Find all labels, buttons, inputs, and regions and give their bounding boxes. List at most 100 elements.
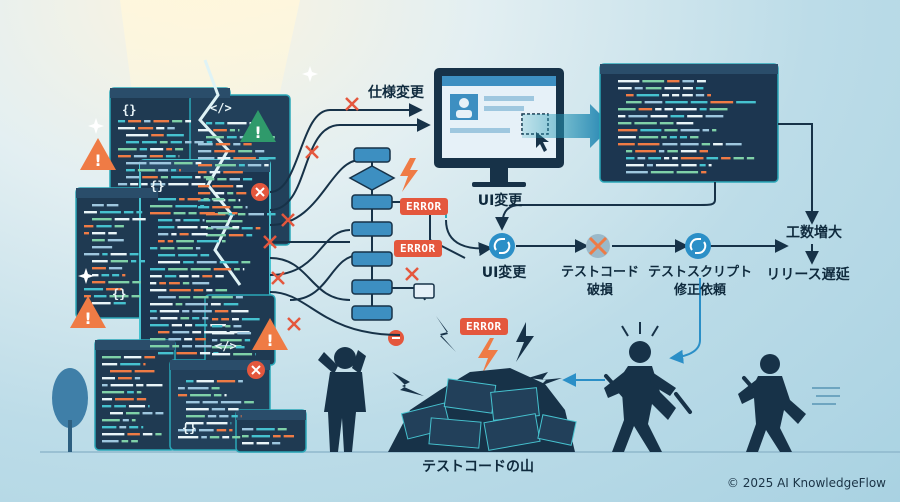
code-line (664, 157, 670, 160)
code-line (168, 282, 180, 285)
code-line (216, 429, 227, 432)
code-line (618, 87, 632, 90)
code-line (92, 281, 106, 284)
svg-text:!: ! (266, 331, 273, 350)
code-line (221, 318, 230, 321)
worried-person (318, 347, 366, 452)
code-line (708, 164, 712, 167)
code-line (242, 442, 254, 445)
code-line (236, 185, 243, 188)
code-line (242, 178, 253, 181)
code-line (149, 162, 172, 165)
code-line (198, 192, 211, 195)
code-line (626, 157, 635, 160)
code-line (644, 101, 663, 104)
code-line (202, 401, 218, 404)
code-line (118, 377, 132, 380)
code-line (84, 253, 100, 256)
code-line (201, 436, 207, 439)
code-line (168, 268, 188, 271)
code-line (184, 141, 192, 144)
code-line (131, 295, 141, 298)
code-line (213, 268, 232, 271)
code-line (699, 164, 706, 167)
code-line (136, 398, 147, 401)
code-line (664, 108, 673, 111)
code-line (232, 436, 241, 439)
copyright-text: © 2025 AI KnowledgeFlow (726, 476, 886, 490)
code-line (126, 176, 140, 179)
code-line (215, 289, 228, 292)
code-line (210, 303, 221, 306)
code-line (212, 325, 223, 328)
code-line (230, 422, 232, 425)
code-line (110, 370, 132, 373)
code-line (115, 398, 134, 401)
code-line (167, 127, 175, 130)
code-line (690, 136, 699, 139)
code-line (618, 136, 636, 139)
code-line (215, 275, 224, 278)
code-line (242, 428, 254, 431)
code-line (102, 391, 125, 394)
code-line (206, 122, 213, 125)
refresh-icon (489, 233, 515, 259)
code-line (206, 227, 214, 230)
code-line (179, 169, 181, 172)
label-spec-change: 仕様変更 (368, 85, 424, 101)
code-line (223, 303, 239, 306)
code-line (126, 134, 149, 137)
motion-lines (812, 387, 840, 405)
code-line (243, 143, 252, 146)
code-line (680, 150, 697, 153)
code-line (84, 295, 91, 298)
code-line (232, 318, 239, 321)
code-line (206, 178, 215, 181)
code-line (198, 150, 212, 153)
wrench-icon (604, 374, 692, 414)
code-line (159, 282, 166, 285)
code-line (92, 218, 112, 221)
code-line (233, 206, 243, 209)
code-line (114, 225, 124, 228)
code-line (230, 220, 243, 223)
code-line (99, 211, 121, 214)
wrench-icon (742, 376, 760, 396)
code-line (123, 356, 142, 359)
code-line (255, 150, 265, 153)
code-line (171, 233, 177, 236)
code-line (144, 356, 156, 359)
code-line (241, 261, 251, 264)
code-line (198, 171, 207, 174)
code-line (661, 136, 667, 139)
code-line (160, 317, 178, 320)
code-line (695, 94, 705, 97)
code-line (129, 426, 139, 429)
code-line (178, 429, 196, 432)
code-line (213, 192, 225, 195)
code-line (195, 324, 208, 327)
code-line (150, 345, 170, 348)
code-line (255, 227, 261, 230)
code-line (209, 171, 221, 174)
code-line (102, 419, 120, 422)
code-line (198, 429, 214, 432)
code-line (139, 260, 146, 263)
code-line (264, 164, 269, 167)
code-line (618, 129, 638, 132)
code-line (196, 261, 217, 264)
code-line (179, 275, 189, 278)
code-line (618, 115, 626, 118)
code-line (108, 232, 117, 235)
code-line (183, 261, 194, 264)
code-line (227, 192, 234, 195)
code-line (228, 408, 239, 411)
code-line (185, 120, 192, 123)
code-line (155, 433, 162, 436)
code-line (101, 274, 110, 277)
running-person (604, 341, 676, 452)
svg-text:!: ! (254, 123, 261, 142)
code-line (200, 205, 205, 208)
code-line (238, 380, 243, 383)
code-line (636, 94, 660, 97)
